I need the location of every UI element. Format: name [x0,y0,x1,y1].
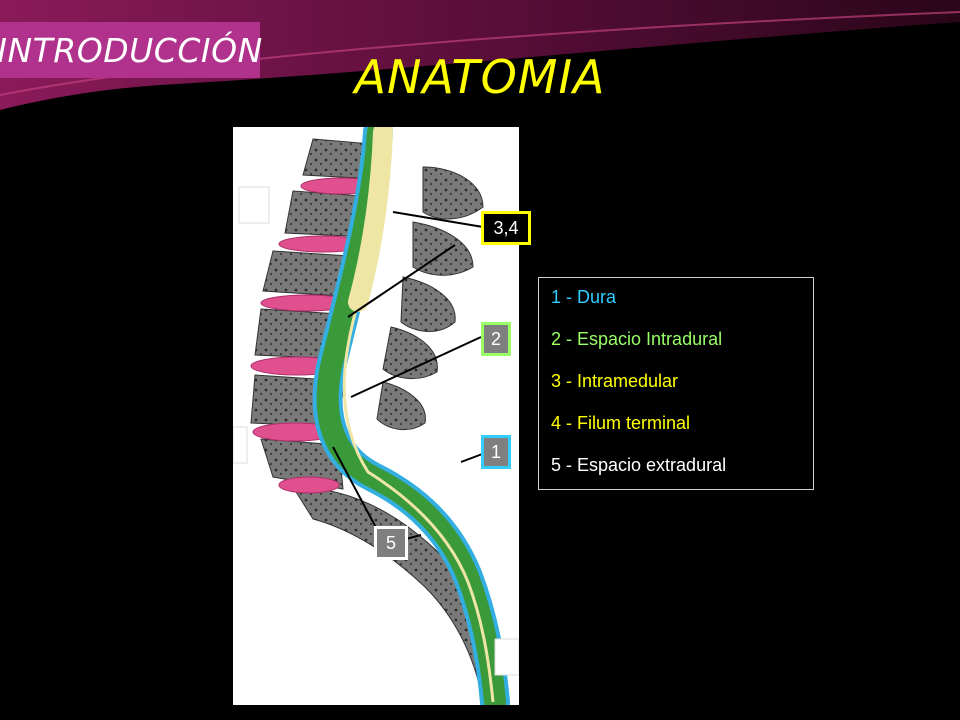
section-label: INTRODUCCIÓN [0,30,263,70]
callout-2: 2 [481,322,511,356]
callout-label: 5 [385,532,396,553]
legend-item-intramedullary: 3 - Intramedular [551,371,679,391]
legend-item-dura: 1 - Dura [551,287,617,307]
figure-label-mask [233,426,248,464]
spinous-processes [376,166,484,431]
legend-item-intradural: 2 - Espacio Intradural [551,329,723,349]
conus-medullaris [348,127,393,312]
callout-label: 1 [490,441,501,462]
callout-1: 1 [481,435,511,469]
figure-label-mask [238,186,270,224]
spinal-cord [316,127,506,705]
legend-item-filum: 4 - Filum terminal [551,413,691,433]
legend-box: 1 - Dura 2 - Espacio Intradural 3 - Intr… [538,277,814,490]
callout-label: 2 [490,328,501,349]
figure-label-mask [494,638,519,676]
spine-illustration [233,127,519,705]
callout-3-4: 3,4 [481,211,531,245]
slide-title: ANATOMIA [354,50,606,104]
callout-5: 5 [374,526,408,560]
legend-item-extradural: 5 - Espacio extradural [551,455,727,475]
section-badge: INTRODUCCIÓN [0,22,263,78]
callout-label: 3,4 [493,217,519,238]
filum-terminale [342,301,495,703]
